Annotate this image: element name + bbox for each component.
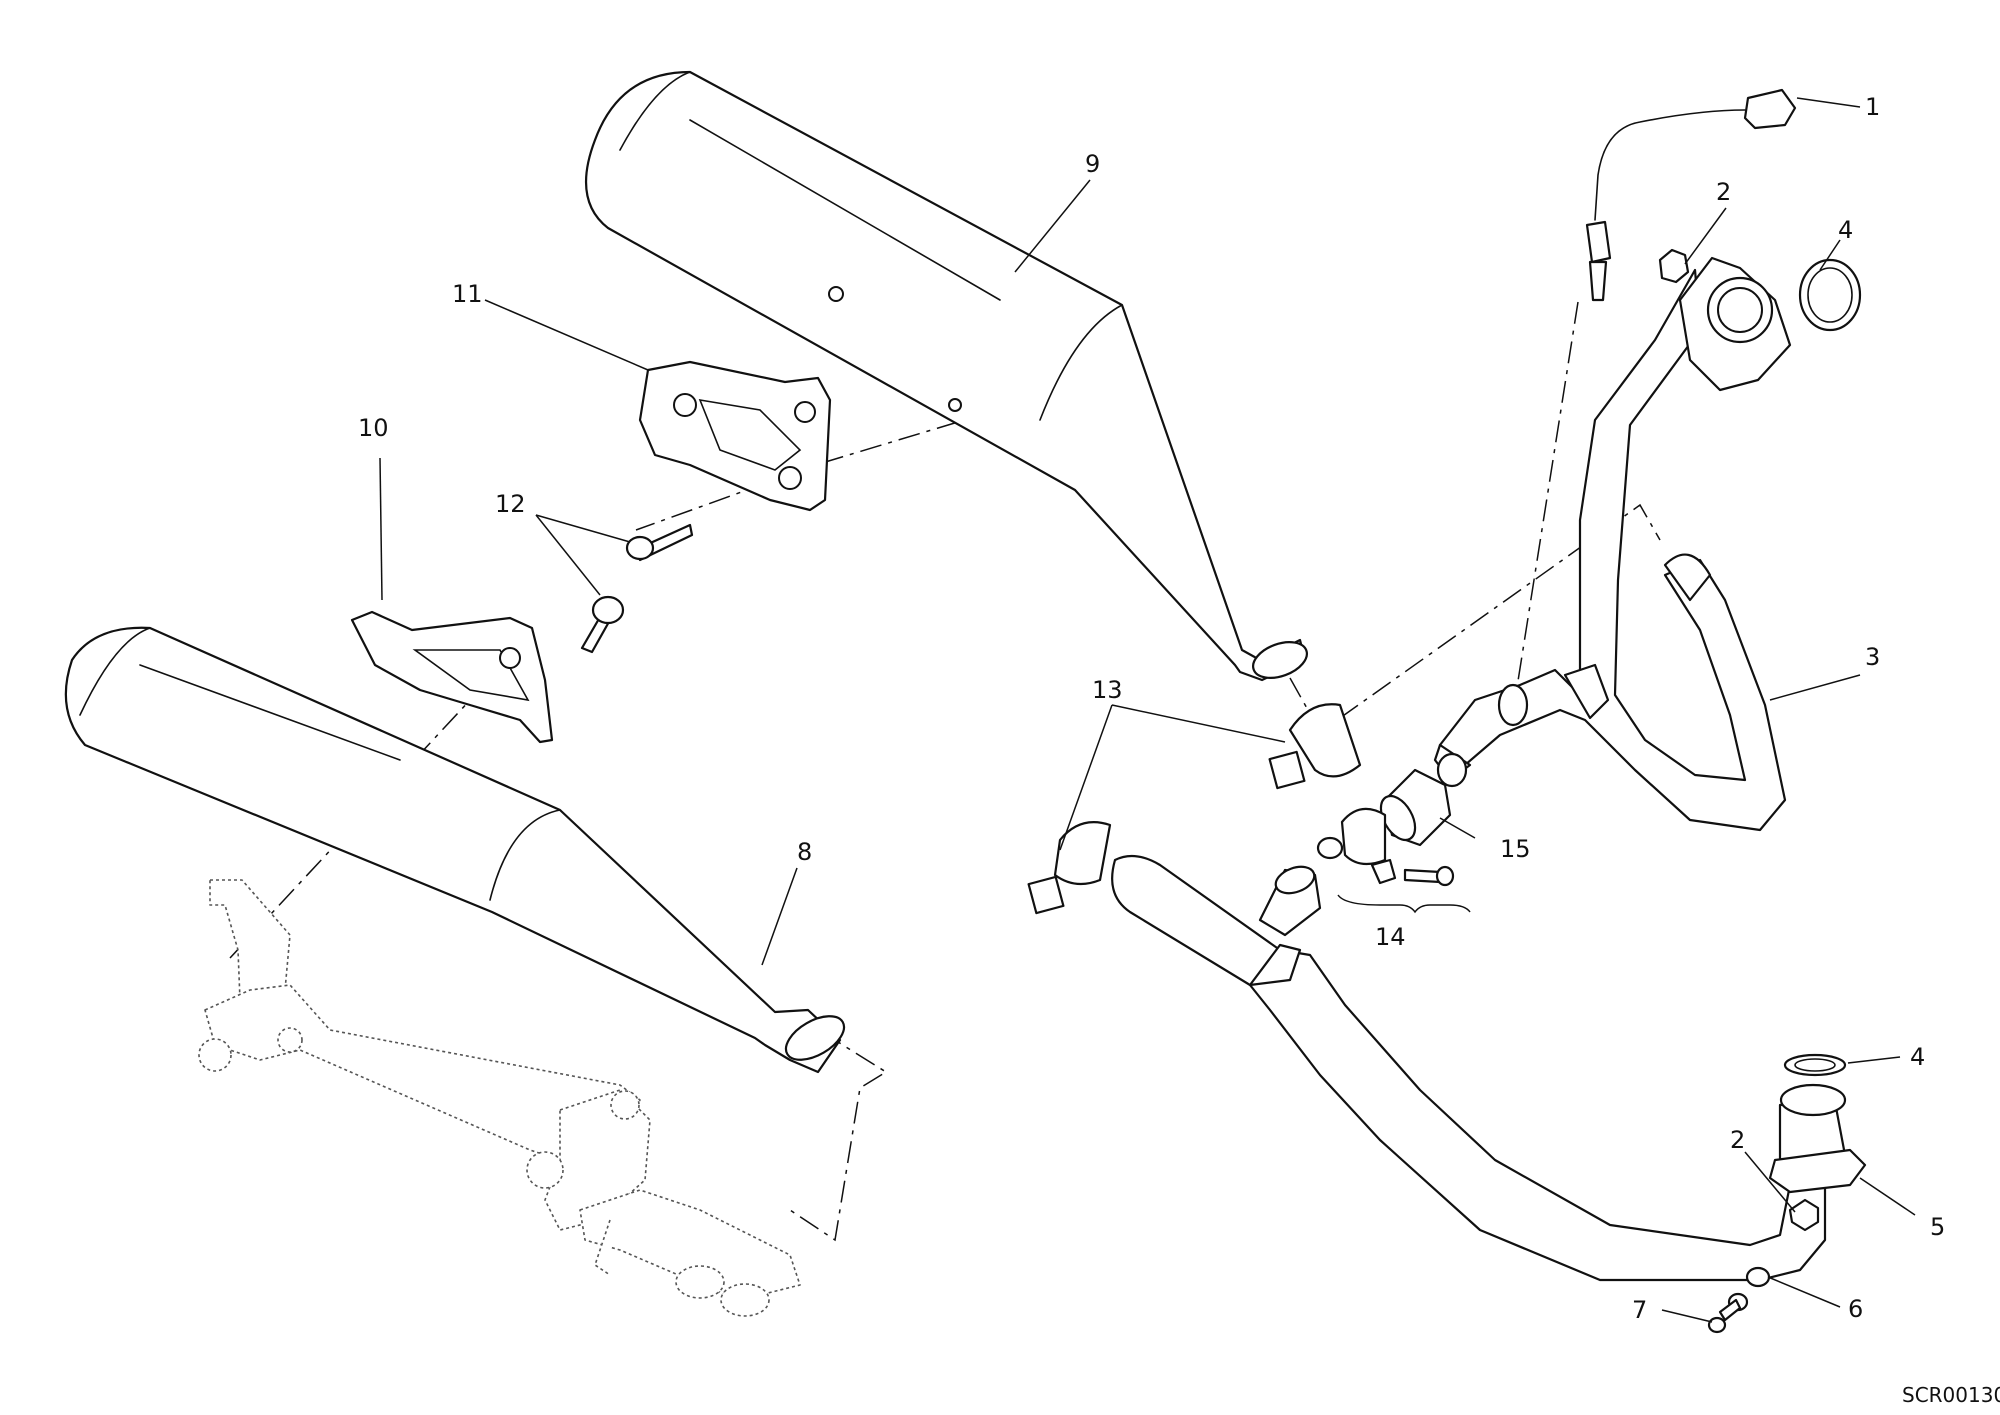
callout-11: 11 [452, 280, 483, 308]
leader-7 [1661, 1309, 1713, 1323]
leader-12b [535, 514, 601, 596]
bolt-12-lower [580, 595, 625, 654]
callout-7: 7 [1632, 1296, 1647, 1324]
assembly-line-sensor [1514, 301, 1579, 701]
gasket-lower [1783, 1053, 1847, 1077]
upper-muffler-mount-hole [828, 286, 844, 302]
leader-11 [484, 299, 649, 371]
footpeg-bracket-ghost [198, 879, 801, 1317]
leader-13a [1111, 704, 1286, 743]
brace-14 [1337, 894, 1471, 914]
gasket-upper [1798, 258, 1862, 332]
assembly-line-lower-muffler [789, 1031, 888, 1242]
nut-lower [1788, 1198, 1820, 1232]
mesh-sleeve-15 [1379, 768, 1452, 847]
leader-13b [1059, 704, 1113, 851]
clamp-set-14 [1316, 807, 1455, 887]
leader-6 [1767, 1276, 1841, 1308]
callout-13: 13 [1092, 676, 1123, 704]
leader-1 [1796, 97, 1861, 108]
callout-1: 1 [1865, 93, 1880, 121]
clamp-lower [1027, 821, 1112, 915]
callout-8: 8 [797, 838, 812, 866]
leader-12a [535, 514, 631, 543]
callout-15: 15 [1500, 835, 1531, 863]
leader-4-bottom [1847, 1056, 1901, 1064]
drawing-code: SCR00130 [1902, 1383, 2000, 1407]
callout-4-top: 4 [1838, 216, 1853, 244]
leader-2-bottom [1744, 1151, 1796, 1213]
callouts: 1 2 2 3 4 4 5 6 7 8 9 10 11 12 13 14 15 … [358, 93, 2000, 1407]
lower-muffler [64, 626, 846, 1074]
bolt-7 [1707, 1298, 1742, 1334]
leader-15 [1439, 817, 1476, 839]
callout-3: 3 [1865, 643, 1880, 671]
callout-14: 14 [1375, 923, 1406, 951]
callout-12: 12 [495, 490, 526, 518]
assembly-line-header-upper [1339, 503, 1661, 719]
leader-3 [1769, 674, 1861, 701]
leader-4-top [1819, 239, 1841, 271]
nut-upper [1658, 248, 1690, 284]
callout-5: 5 [1930, 1213, 1945, 1241]
callout-2-top: 2 [1716, 178, 1731, 206]
bracket-upper [638, 360, 832, 512]
callout-10: 10 [358, 414, 389, 442]
clamp-upper [1268, 703, 1362, 790]
leader-lines [379, 97, 1916, 1323]
callout-2-bottom: 2 [1730, 1126, 1745, 1154]
assembly-line-bracket-upper [635, 421, 959, 531]
leader-5 [1859, 1177, 1916, 1216]
upper-muffler-boss [948, 398, 962, 412]
callout-4-bottom: 4 [1910, 1043, 1925, 1071]
leader-10 [379, 457, 383, 601]
oxygen-sensor [1585, 88, 1797, 302]
leader-2-top [1684, 207, 1727, 265]
leader-8 [761, 867, 798, 966]
bolt-12-upper [625, 523, 694, 562]
exhaust-header-pipe [1111, 256, 1827, 1282]
callout-9: 9 [1085, 150, 1100, 178]
lower-flange [1768, 1083, 1867, 1194]
bracket-lower [350, 610, 554, 744]
callout-6: 6 [1848, 1295, 1863, 1323]
leader-9 [1014, 179, 1091, 273]
upper-muffler [584, 70, 1308, 682]
